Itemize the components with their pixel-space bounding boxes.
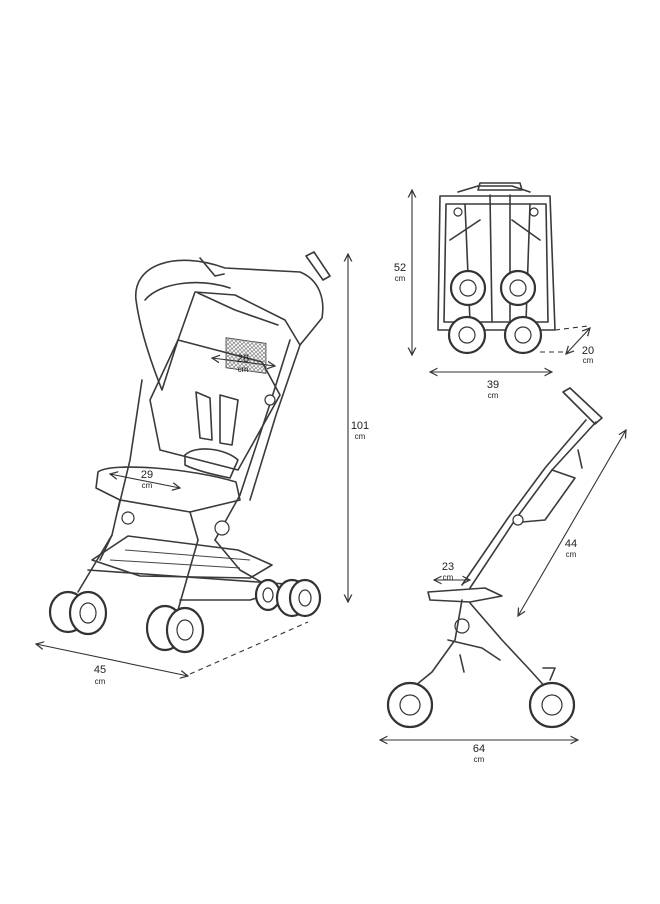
label-backrest-28: 28 cm: [237, 353, 249, 374]
front-right-wheel: [145, 604, 205, 654]
label-length-64-unit: cm: [474, 755, 485, 764]
label-height-101: 101 cm: [351, 420, 369, 441]
label-length-64-value: 64: [473, 743, 485, 755]
stroller-folded-view: [437, 182, 556, 355]
label-seat-29-unit: cm: [142, 481, 153, 490]
label-folded-height-52: 52 cm: [394, 262, 406, 283]
folded-depth-20-dimension-line: [566, 328, 590, 354]
label-folded-depth-20: 20 cm: [582, 345, 594, 365]
label-backrest-height-44-value: 44: [565, 538, 577, 550]
label-backrest-28-unit: cm: [238, 365, 249, 374]
label-folded-depth-20-value: 20: [582, 345, 594, 357]
side-front-wheel: [528, 681, 576, 729]
label-width-45-unit: cm: [95, 677, 106, 686]
width-45-dimension-line: [36, 644, 188, 676]
rear-left-wheel: [254, 578, 282, 612]
label-seat-depth-23-unit: cm: [443, 573, 454, 582]
label-backrest-height-44-unit: cm: [566, 550, 577, 559]
label-backrest-height-44: 44 cm: [565, 538, 577, 559]
label-width-45: 45 cm: [94, 664, 106, 686]
label-height-101-value: 101: [351, 420, 369, 432]
label-seat-depth-23-value: 23: [442, 561, 454, 573]
label-height-101-unit: cm: [355, 432, 366, 441]
front-left-wheel: [48, 590, 108, 636]
label-folded-width-39-value: 39: [487, 379, 499, 391]
label-backrest-28-value: 28: [237, 353, 249, 365]
label-folded-height-52-value: 52: [394, 262, 406, 274]
stroller-open-view: [48, 251, 331, 654]
seat-29-dimension-line: [110, 474, 180, 488]
label-folded-width-39: 39 cm: [487, 379, 499, 400]
rear-right-wheel: [275, 578, 322, 618]
label-folded-height-52-unit: cm: [395, 274, 406, 283]
label-folded-width-39-unit: cm: [488, 391, 499, 400]
label-width-45-value: 45: [94, 664, 106, 676]
label-folded-depth-20-unit: cm: [583, 356, 594, 365]
folded-upper-wheels: [449, 269, 537, 307]
folded-depth-dashed-guide: [540, 325, 589, 353]
label-seat-depth-23: 23 cm: [442, 561, 454, 582]
side-rear-wheel: [386, 681, 434, 729]
label-seat-29-value: 29: [141, 469, 153, 481]
label-seat-29: 29 cm: [141, 469, 153, 490]
width-45-depth-dashed-line: [189, 621, 309, 675]
backrest-height-44-dimension-line: [518, 430, 626, 616]
backrest-28-dimension-line: [212, 358, 275, 366]
folded-lower-wheels: [447, 315, 543, 355]
label-length-64: 64 cm: [473, 743, 485, 764]
